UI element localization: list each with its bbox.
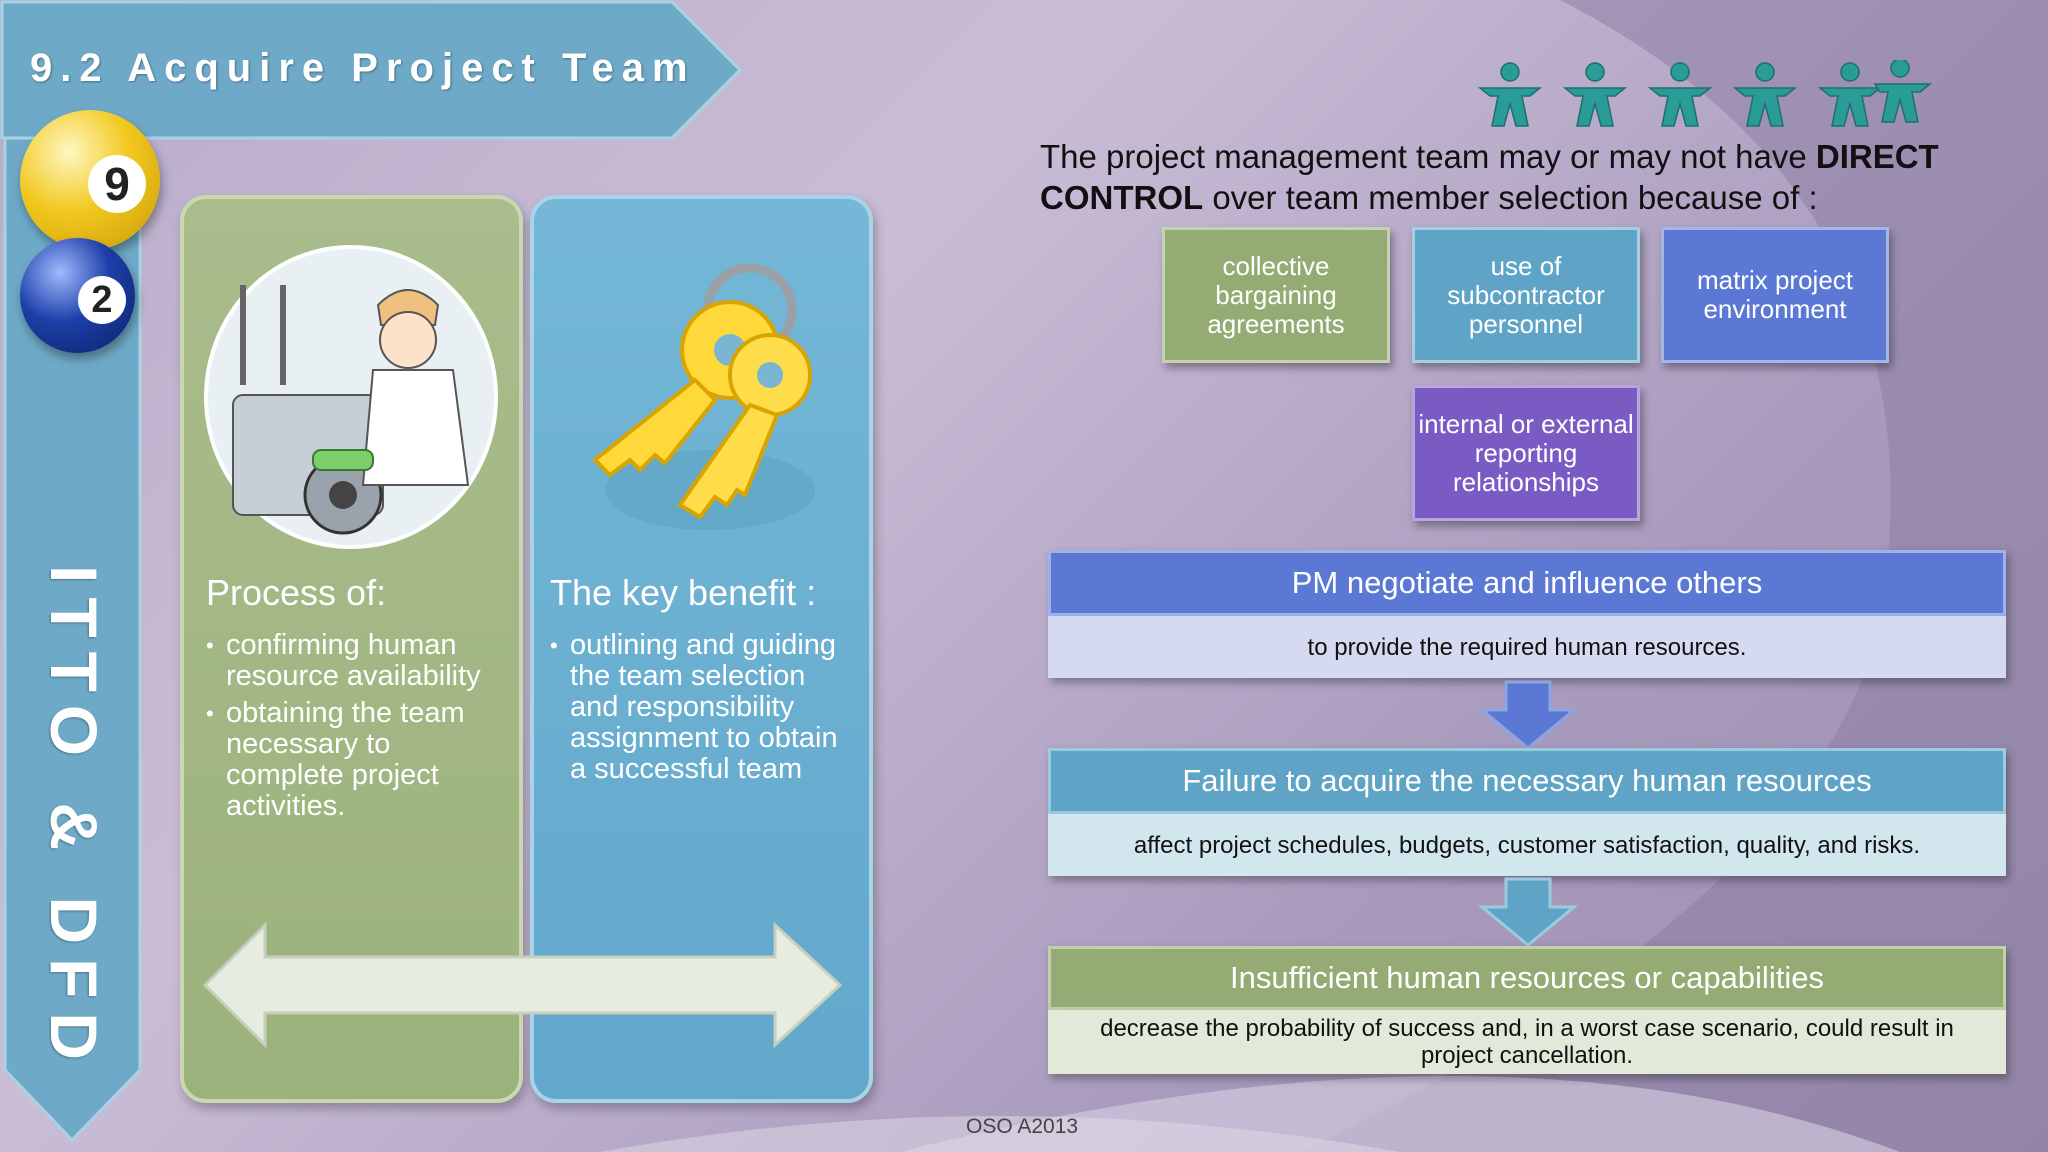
down-arrow-icon [1478,877,1578,947]
double-arrow-icon [202,921,843,1049]
team-people-icon [1477,60,1933,127]
flow-step-heading: Failure to acquire the necessary human r… [1048,748,2006,814]
intro-bold-direct: DIRECT [1815,138,1939,175]
side-banner [3,120,142,1143]
benefit-heading: The key benefit : [550,572,817,613]
process-list: confirming human resource availability o… [206,630,506,828]
flow-step-heading-text: Insufficient human resources or capabili… [1230,960,1824,995]
reason-box: collective bargaining agreements [1162,227,1390,363]
billiard-ball-2-icon: 2 [20,238,135,353]
flow-step-body: decrease the probability of success and,… [1048,1010,2006,1074]
flow-step-heading: Insufficient human resources or capabili… [1048,946,2006,1010]
reason-label: collective bargaining agreements [1207,250,1345,339]
intro-text: The project management team may or may n… [1040,136,1980,218]
reason-label: matrix project environment [1696,265,1854,324]
flow-step-body-text: to provide the required human resources. [1307,633,1747,661]
flow-step-heading: PM negotiate and influence others [1048,550,2006,616]
intro-part2: over team member selection because of : [1203,179,1818,216]
ball-number: 2 [78,276,126,324]
flow-step-heading-text: PM negotiate and influence others [1291,565,1763,600]
title-banner [0,0,743,140]
process-heading: Process of: [206,572,387,613]
reason-label: internal or external reporting relations… [1418,408,1634,497]
reason-box: matrix project environment [1661,227,1889,363]
flow-step-heading-text: Failure to acquire the necessary human r… [1182,763,1872,798]
reason-label: use of subcontractor personnel [1447,250,1605,339]
list-item: confirming human resource availability [206,630,506,692]
flow-step-body-text: affect project schedules, budgets, custo… [1133,831,1921,859]
intro-bold-control: CONTROL [1040,179,1204,216]
list-item: obtaining the team necessary to complete… [206,698,506,822]
intro-part1: The project management team may or may n… [1040,138,1816,175]
worker-illustration [204,245,498,549]
side-label: ITTO & DFD [37,565,111,1075]
keys-icon [592,263,815,530]
reason-box: use of subcontractor personnel [1412,227,1640,363]
billiard-ball-9-icon: 9 [20,110,160,250]
footer-text: OSO A2013 [966,1115,1079,1138]
benefit-list: outlining and guiding the team selection… [550,630,850,791]
ball-number: 9 [88,155,146,213]
down-arrow-icon [1478,680,1578,750]
flow-step-body: to provide the required human resources. [1048,616,2006,678]
flow-step-body: affect project schedules, budgets, custo… [1048,814,2006,876]
reason-box: internal or external reporting relations… [1412,385,1640,521]
page-title: 9.2 Acquire Project Team [30,46,696,90]
list-item: outlining and guiding the team selection… [550,630,850,785]
flow-step-body-text: decrease the probability of success and,… [1100,1015,1954,1069]
